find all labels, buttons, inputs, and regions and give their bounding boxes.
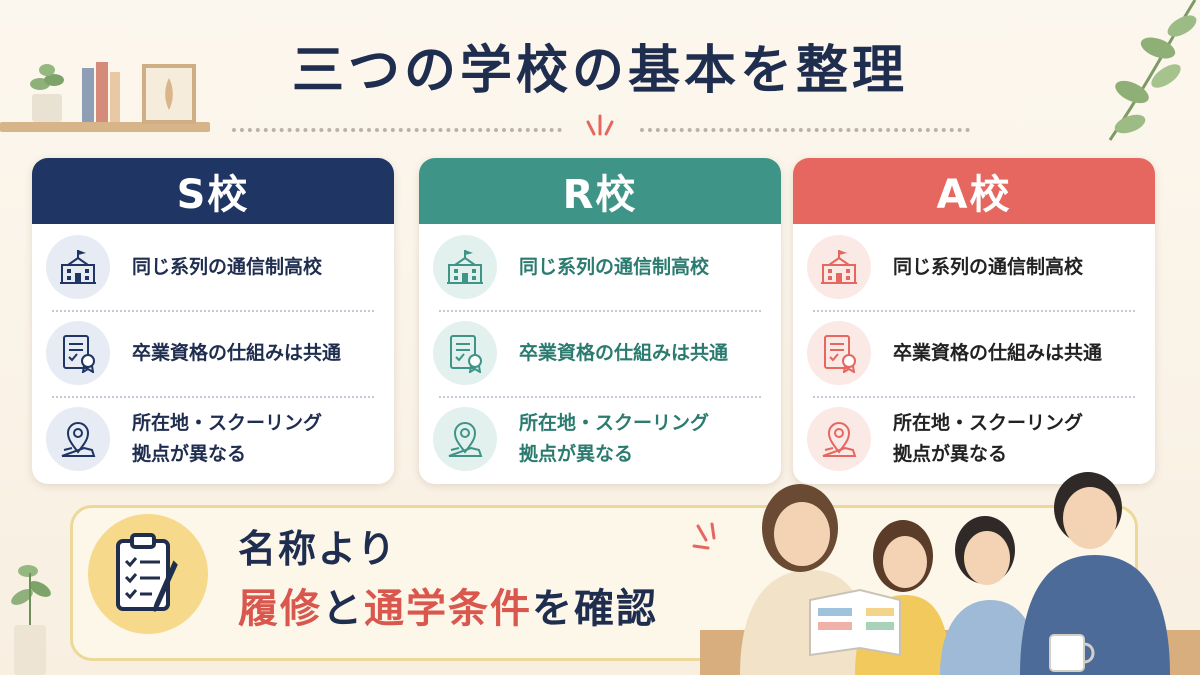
card-row: 卒業資格の仕組みは共通 xyxy=(32,310,394,396)
title-divider-right xyxy=(640,128,970,132)
row-divider xyxy=(52,310,374,312)
card-row-text: 同じ系列の通信制高校 xyxy=(519,255,710,278)
row-divider xyxy=(52,396,374,398)
card-row-text: 所在地・スクーリング 拠点が異なる xyxy=(519,412,710,465)
card-row: 同じ系列の通信制高校 xyxy=(32,224,394,310)
family-illustration xyxy=(700,472,1200,675)
map-pin-icon xyxy=(433,407,497,471)
row-divider xyxy=(439,310,761,312)
card-row: 所在地・スクーリング 拠点が異なる xyxy=(32,396,394,482)
leaves-decoration xyxy=(1108,0,1197,141)
shelf-decor-illustration xyxy=(30,62,196,124)
row-divider xyxy=(439,396,761,398)
school-building-icon xyxy=(807,235,871,299)
card-row-text: 所在地・スクーリング 拠点が異なる xyxy=(132,412,323,465)
clipboard-checklist-icon xyxy=(116,533,178,612)
school-building-icon xyxy=(46,235,110,299)
school-card-r: R校 同じ系列の通信制高校卒業資格の仕組みは共通所在地・スクーリング 拠点が異な… xyxy=(419,158,781,484)
highlight-commute-conditions: 通学条件 xyxy=(364,586,532,632)
row-divider xyxy=(813,310,1135,312)
map-pin-icon xyxy=(807,407,871,471)
card-row-text: 同じ系列の通信制高校 xyxy=(132,255,323,278)
card-row-text: 卒業資格の仕組みは共通 xyxy=(132,341,342,364)
page-title: 三つの学校の基本を整理 xyxy=(291,41,908,101)
card-row: 卒業資格の仕組みは共通 xyxy=(793,310,1155,396)
card-row: 同じ系列の通信制高校 xyxy=(793,224,1155,310)
wall-shelf xyxy=(0,122,210,132)
message-connector: と xyxy=(322,586,364,632)
card-row: 同じ系列の通信制高校 xyxy=(419,224,781,310)
school-building-icon xyxy=(433,235,497,299)
card-row: 所在地・スクーリング 拠点が異なる xyxy=(419,396,781,482)
message-line-2: 履修と通学条件を確認 xyxy=(238,576,658,634)
message-line-1: 名称より xyxy=(238,527,398,571)
certificate-icon xyxy=(46,321,110,385)
row-divider xyxy=(813,396,1135,398)
card-row-text: 卒業資格の仕組みは共通 xyxy=(893,341,1103,364)
school-card-s: S校 同じ系列の通信制高校卒業資格の仕組みは共通所在地・スクーリング 拠点が異な… xyxy=(32,158,394,484)
card-row-text: 卒業資格の仕組みは共通 xyxy=(519,341,729,364)
exclaim-strokes-decoration xyxy=(692,522,716,550)
card-header: A校 xyxy=(793,158,1155,224)
card-row: 卒業資格の仕組みは共通 xyxy=(419,310,781,396)
card-header: S校 xyxy=(32,158,394,224)
map-pin-icon xyxy=(46,407,110,471)
highlight-coursework: 履修 xyxy=(238,586,322,632)
title-divider-left xyxy=(232,128,562,132)
accent-spark-icon xyxy=(586,114,614,136)
card-row-text: 所在地・スクーリング 拠点が異なる xyxy=(893,412,1084,465)
school-card-a: A校 同じ系列の通信制高校卒業資格の仕組みは共通所在地・スクーリング 拠点が異な… xyxy=(793,158,1155,484)
card-row: 所在地・スクーリング 拠点が異なる xyxy=(793,396,1155,482)
card-row-text: 同じ系列の通信制高校 xyxy=(893,255,1084,278)
card-header: R校 xyxy=(419,158,781,224)
clipboard-icon-circle xyxy=(88,514,208,634)
certificate-icon xyxy=(807,321,871,385)
certificate-icon xyxy=(433,321,497,385)
plant-decoration xyxy=(11,565,51,675)
message-tail: を確認 xyxy=(532,586,658,632)
